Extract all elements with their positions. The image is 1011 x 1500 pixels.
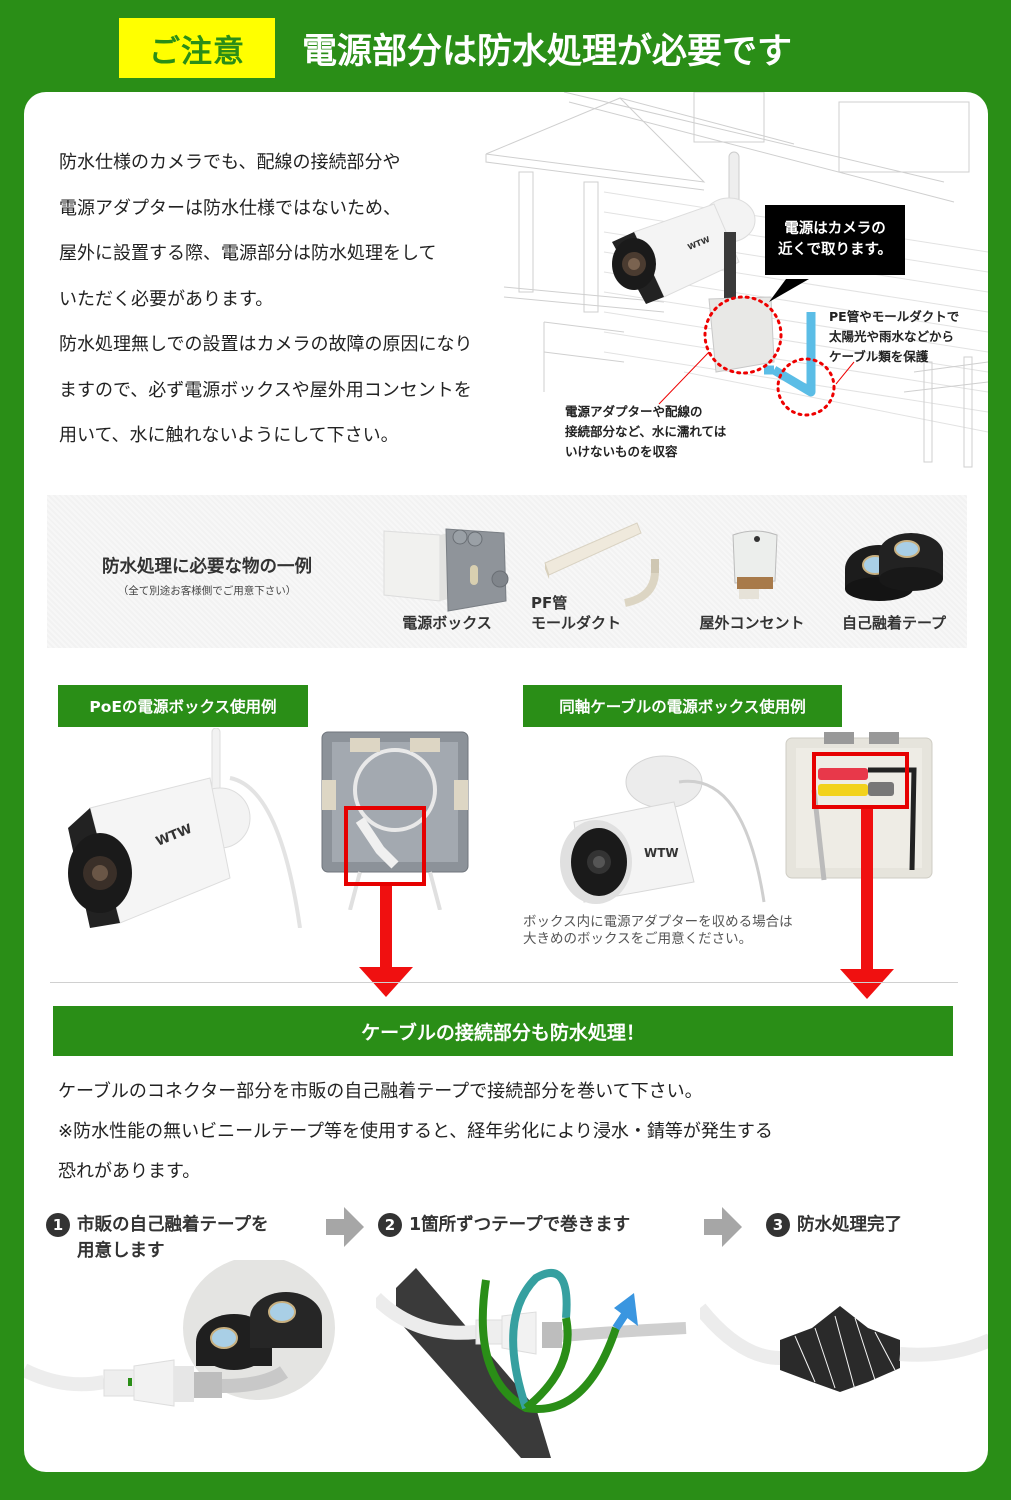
arrow-down-icon <box>861 809 873 971</box>
conduit-note: PE管やモールダクトで 太陽光や雨水などから ケーブル類を保護 <box>829 309 960 364</box>
required-items-box: 防水処理に必要な物の一例 （全て別途お客様側でご用意下さい） 電源ボックス <box>47 495 967 648</box>
required-items-subtitle: （全て別途お客様側でご用意下さい） <box>117 585 297 597</box>
item-self-fusing-tape: 自己融着テープ <box>829 495 959 648</box>
step2-wrapping-image <box>376 1268 687 1458</box>
intro-line: ますので、必ず電源ボックスや屋外用コンセントを <box>59 379 472 401</box>
intro-line: 防水処理無しでの設置はカメラの故障の原因になり <box>59 334 473 355</box>
item-outdoor-outlet: 屋外コンセント <box>687 495 817 648</box>
poe-camera-image: WTW <box>68 728 302 928</box>
poe-example-label: PoEの電源ボックス使用例 <box>58 685 308 727</box>
highlight-frame <box>344 806 426 886</box>
intro-line: 防水仕様のカメラでも、配線の接続部分や <box>59 152 401 173</box>
arrow-down-head-icon <box>840 969 894 999</box>
intro-line: 屋外に設置する際、電源部分は防水処理をして <box>59 243 437 264</box>
instruction-line: ケーブルのコネクター部分を市販の自己融着テープで接続部分を巻いて下さい。 <box>58 1081 703 1102</box>
coax-example-label: 同軸ケーブルの電源ボックス使用例 <box>523 685 842 727</box>
step-1: 1 市販の自己融着テープを 用意します <box>46 1212 268 1264</box>
step-2: 2 1箇所ずつテープで巻きます <box>378 1212 630 1238</box>
intro-line: 電源アダプターは防水仕様ではないため、 <box>59 197 401 219</box>
instruction-text: ケーブルのコネクター部分を市販の自己融着テープで接続部分を巻いて下さい。 ※防水… <box>58 1072 958 1192</box>
step-number-badge: 3 <box>766 1213 790 1237</box>
page-title: 電源部分は防水処理が必要です <box>302 31 793 72</box>
step-3: 3 防水処理完了 <box>766 1212 902 1238</box>
power-box-note: 電源アダプターや配線の 接続部分など、水に濡れては いけないものを収容 <box>565 404 727 459</box>
step-number-badge: 1 <box>46 1213 70 1237</box>
svg-text:WTW: WTW <box>644 846 679 860</box>
intro-line: 用いて、水に触れないようにして下さい。 <box>59 425 399 446</box>
house-installation-illustration: WTW <box>485 92 988 468</box>
item-power-box: 電源ボックス <box>377 495 517 648</box>
step-arrow-icon <box>704 1207 742 1247</box>
callout-bubble: 電源はカメラの 近くで取ります。 <box>765 205 905 275</box>
outlet-icon <box>732 530 778 599</box>
step-arrow-icon <box>326 1207 364 1247</box>
conduit-icon <box>544 522 659 607</box>
intro-line: いただく必要があります。 <box>59 288 274 310</box>
camera-icon: WTW <box>612 151 756 304</box>
section-divider <box>50 982 958 983</box>
item-conduit: PF管 モールダクト <box>531 495 677 648</box>
step3-completed-image <box>700 1303 988 1392</box>
power-box-icon <box>383 528 509 612</box>
intro-text: 防水仕様のカメラでも、配線の接続部分や 電源アダプターは防水仕様ではないため、 … <box>59 140 579 459</box>
content-panel: 防水仕様のカメラでも、配線の接続部分や 電源アダプターは防水仕様ではないため、 … <box>24 92 988 1472</box>
connection-waterproof-banner: ケーブルの接続部分も防水処理！ <box>53 1006 953 1056</box>
coax-camera-image: WTW <box>560 755 766 904</box>
step1-tape-and-connector-image <box>24 1260 335 1407</box>
arrow-down-icon <box>380 886 392 970</box>
highlight-frame <box>812 752 909 809</box>
instruction-line: 恐れがあります。 <box>58 1161 201 1182</box>
coax-caption: ボックス内に電源アダプターを収める場合は 大きめのボックスをご用意ください。 <box>523 914 793 947</box>
poe-power-box-image <box>321 731 469 910</box>
step-number-badge: 2 <box>378 1213 402 1237</box>
notice-badge: ご注意 <box>119 18 275 78</box>
tape-icon <box>845 533 943 601</box>
required-items-title: 防水処理に必要な物の一例 <box>102 557 312 577</box>
instruction-line: ※防水性能の無いビニールテープ等を使用すると、経年劣化により浸水・錆等が発生する <box>58 1121 773 1142</box>
